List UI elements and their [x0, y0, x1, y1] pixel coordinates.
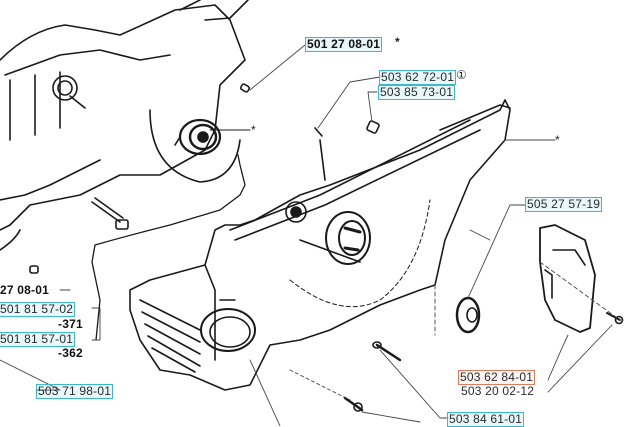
circled-one-marker: ①: [456, 68, 467, 82]
screws: [343, 312, 624, 412]
part-suffix-371: -371: [58, 317, 83, 331]
part-label-503-20-02-12[interactable]: 503 20 02-12: [461, 384, 535, 398]
part-label-27-08-01[interactable]: 27 08-01: [0, 283, 49, 297]
washer: [455, 296, 481, 334]
asterisk-marker: *: [395, 35, 400, 49]
part-label-503-85-73-01[interactable]: 503 85 73-01: [378, 85, 456, 100]
gasket: [91, 154, 246, 341]
part-label-503-71-98-01[interactable]: 503 71 98-01: [36, 384, 114, 399]
clutch-cover: [539, 224, 596, 333]
part-label-501-81-57-01[interactable]: 501 81 57-01: [0, 332, 76, 347]
part-label-501-27-08-01[interactable]: 501 27 08-01: [305, 37, 383, 52]
part-label-505-27-57-19[interactable]: 505 27 57-19: [525, 197, 603, 212]
part-label-503-84-61-01[interactable]: 503 84 61-01: [447, 412, 525, 427]
part-label-501-81-57-02[interactable]: 501 81 57-02: [0, 302, 76, 317]
asterisk-annotation-bearing: *: [251, 123, 256, 137]
crankcase-right-half: [129, 99, 511, 391]
part-label-503-62-72-01[interactable]: 503 62 72-01: [379, 70, 457, 85]
part-suffix-362: -362: [58, 346, 83, 360]
crankcase-left-half: [0, 0, 251, 274]
leader-lines: [0, 44, 621, 426]
part-label-503-62-84-01[interactable]: 503 62 84-01: [458, 370, 536, 385]
asterisk-annotation-case: *: [555, 133, 560, 147]
